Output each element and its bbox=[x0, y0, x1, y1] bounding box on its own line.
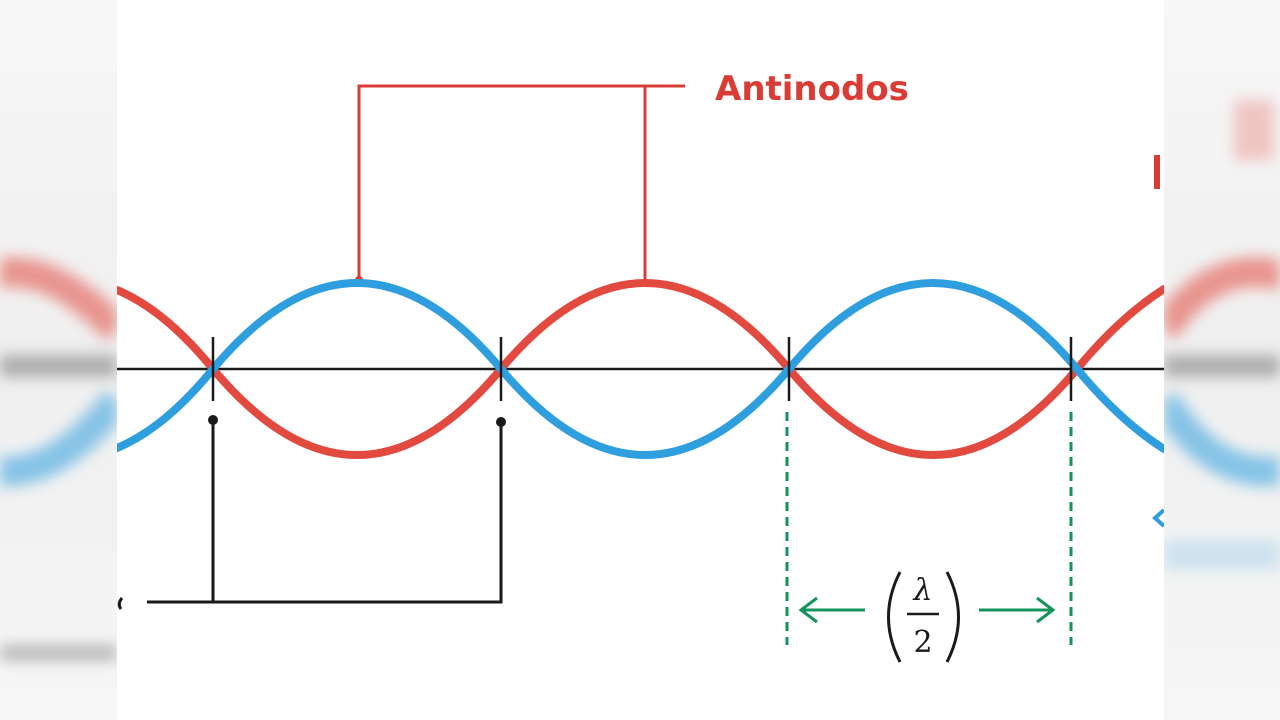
fraction-numerator: λ bbox=[912, 573, 932, 608]
node-dot-1 bbox=[208, 415, 218, 425]
right-parenthesis bbox=[945, 571, 960, 663]
right-blurred-border bbox=[1164, 0, 1280, 720]
node-ticks bbox=[211, 337, 1073, 401]
red-wave bbox=[117, 279, 1164, 459]
left-parenthesis bbox=[887, 571, 902, 663]
clipped-arrow-fragment bbox=[1151, 508, 1164, 528]
antinodes-label: Antinodos bbox=[715, 69, 909, 109]
fraction-denominator: 2 bbox=[913, 625, 932, 660]
antinode-callout-bracket bbox=[357, 84, 685, 283]
node-callout-bracket bbox=[147, 420, 503, 604]
half-wavelength-fraction: λ 2 bbox=[887, 571, 960, 663]
clipped-label-fragment bbox=[1154, 155, 1160, 189]
half-wavelength-marker bbox=[785, 412, 1073, 645]
clipped-node-label-fragment bbox=[117, 597, 124, 610]
left-blurred-border bbox=[0, 0, 117, 720]
standing-wave-diagram: Antinodos λ 2 bbox=[117, 69, 1164, 663]
node-dot-2 bbox=[496, 417, 506, 427]
blue-wave bbox=[117, 279, 1164, 459]
